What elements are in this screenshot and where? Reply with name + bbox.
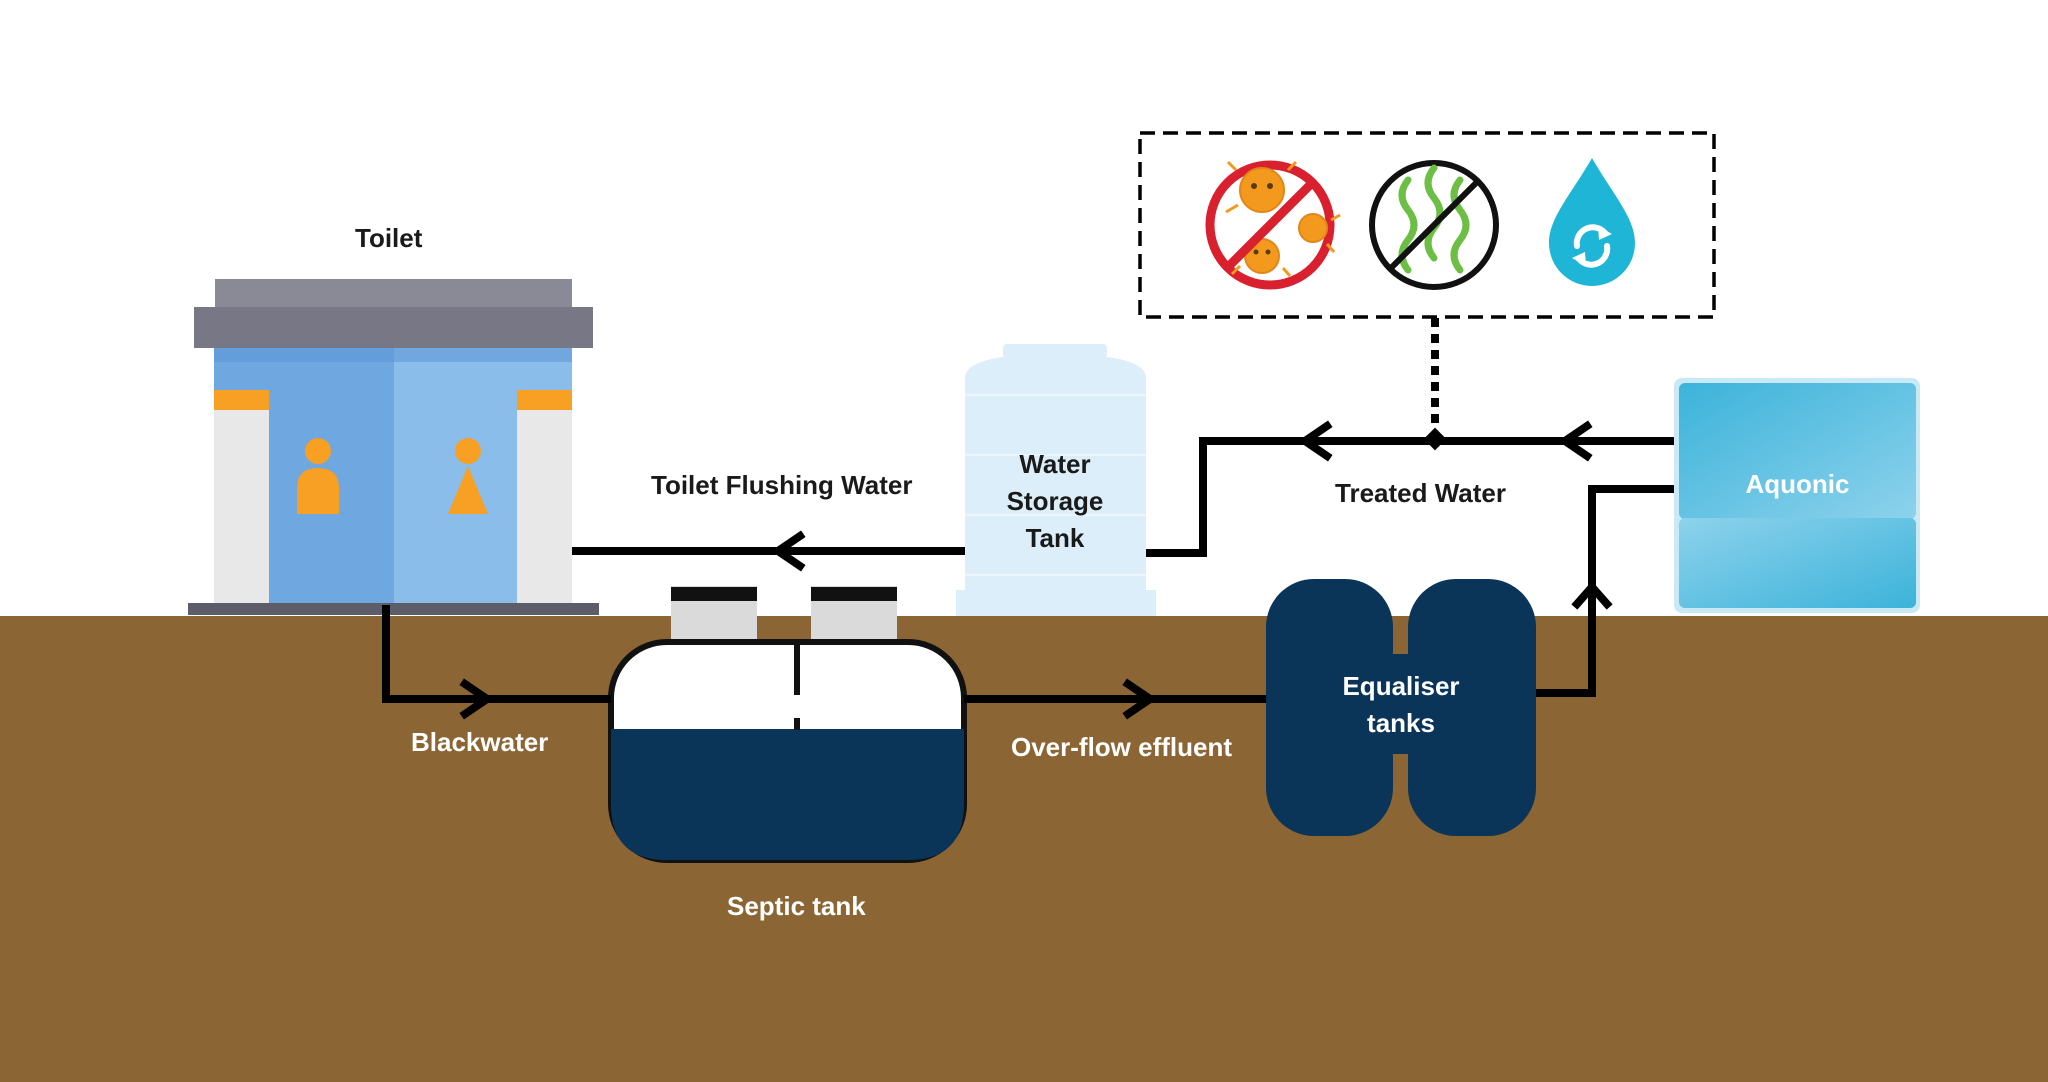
junction-diamond xyxy=(1423,427,1447,451)
arrow-treated-2 xyxy=(1297,420,1333,462)
overflow-effluent-label: Over-flow effluent xyxy=(1011,732,1233,762)
no-bacteria-icon xyxy=(1205,160,1341,290)
flow-arrows xyxy=(459,420,1613,720)
equaliser-tanks xyxy=(1266,579,1536,836)
arrow-treated-1 xyxy=(1557,420,1593,462)
septic-tank xyxy=(608,586,967,863)
blackwater-pipe xyxy=(382,605,611,703)
arrow-flushing xyxy=(770,530,806,572)
arrow-blackwater xyxy=(459,678,495,720)
treated-water-label: Treated Water xyxy=(1335,478,1506,508)
equaliser-tanks-label: Equaliser tanks xyxy=(1342,671,1460,738)
aquonic-unit xyxy=(1674,378,1920,613)
ground xyxy=(0,616,2048,1082)
arrow-up-aquonic xyxy=(1571,580,1613,610)
benefits-callout xyxy=(1138,131,1716,319)
toilet-label: Toilet xyxy=(355,223,423,253)
toilet-building xyxy=(188,279,599,615)
water-recycle-icon xyxy=(1549,158,1635,286)
water-storage-tank-label: Water Storage Tank xyxy=(1006,449,1104,553)
septic-tank-label: Septic tank xyxy=(727,891,866,921)
toilet-flushing-water-label: Toilet Flushing Water xyxy=(651,470,913,500)
male-icon xyxy=(297,438,339,514)
blackwater-label: Blackwater xyxy=(411,727,549,757)
female-icon xyxy=(448,438,488,514)
arrow-overflow xyxy=(1122,678,1158,720)
water-storage-tank xyxy=(956,344,1156,616)
no-odour-icon xyxy=(1369,160,1499,290)
aquonic-label: Aquonic xyxy=(1745,469,1850,499)
